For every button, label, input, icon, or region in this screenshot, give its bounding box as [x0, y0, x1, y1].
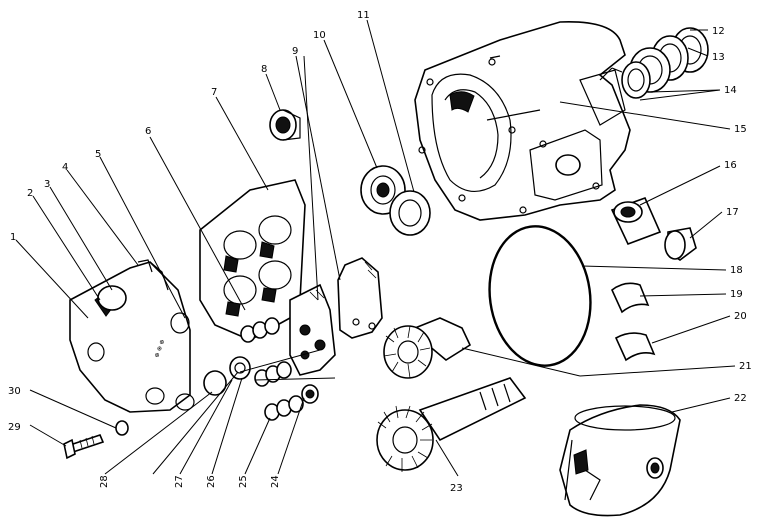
label-8: 8 [261, 64, 267, 75]
label-25: 25 [238, 475, 249, 488]
label-30: 30 [8, 386, 21, 397]
label-27: 27 [174, 475, 185, 488]
label-15: 15 [734, 124, 747, 135]
part-rings-lower [203, 356, 319, 421]
label-29: 29 [8, 422, 21, 433]
part-washer [389, 190, 431, 236]
label-18: 18 [730, 265, 743, 276]
label-1: 1 [10, 232, 16, 243]
label-11: 11 [357, 10, 370, 21]
label-16: 16 [724, 160, 737, 171]
label-4: 4 [62, 162, 68, 173]
label-9: 9 [292, 46, 298, 57]
label-22: 22 [734, 393, 747, 404]
label-17: 17 [726, 207, 739, 218]
label-26: 26 [206, 475, 217, 488]
label-13: 13 [712, 52, 725, 63]
part-lock-washer [115, 420, 129, 436]
label-3: 3 [44, 179, 50, 190]
label-28: 28 [99, 475, 110, 488]
label-19: 19 [730, 289, 743, 300]
label-20: 20 [734, 311, 747, 322]
label-14: 14 [724, 85, 737, 96]
part-plug [664, 227, 697, 261]
part-middle-plate [289, 283, 336, 376]
label-12: 12 [712, 26, 725, 37]
leader-lines [15, 19, 736, 477]
label-6: 6 [145, 126, 151, 137]
part-seal-rings [621, 27, 709, 99]
part-driven-gear [383, 317, 472, 379]
part-half-bearings [611, 282, 656, 362]
label-24: 24 [270, 475, 281, 488]
label-7: 7 [211, 87, 217, 98]
part-plate [337, 257, 383, 339]
part-bolt [63, 434, 105, 460]
part-small-bushing [269, 109, 301, 141]
part-housing [414, 21, 631, 221]
part-small-seals [240, 317, 280, 343]
label-2: 2 [27, 188, 33, 199]
part-gear-body [199, 179, 306, 341]
part-bearing-block [559, 404, 681, 517]
label-21: 21 [739, 361, 752, 372]
label-23: 23 [450, 483, 463, 494]
part-labels: 1 2 3 4 5 6 7 8 9 10 11 12 13 14 15 16 1… [8, 10, 752, 494]
part-o-ring [488, 225, 592, 367]
part-drive-gear-shaft [376, 377, 527, 472]
part-bushing [610, 196, 662, 246]
label-5: 5 [95, 149, 101, 160]
label-10: 10 [313, 30, 326, 41]
